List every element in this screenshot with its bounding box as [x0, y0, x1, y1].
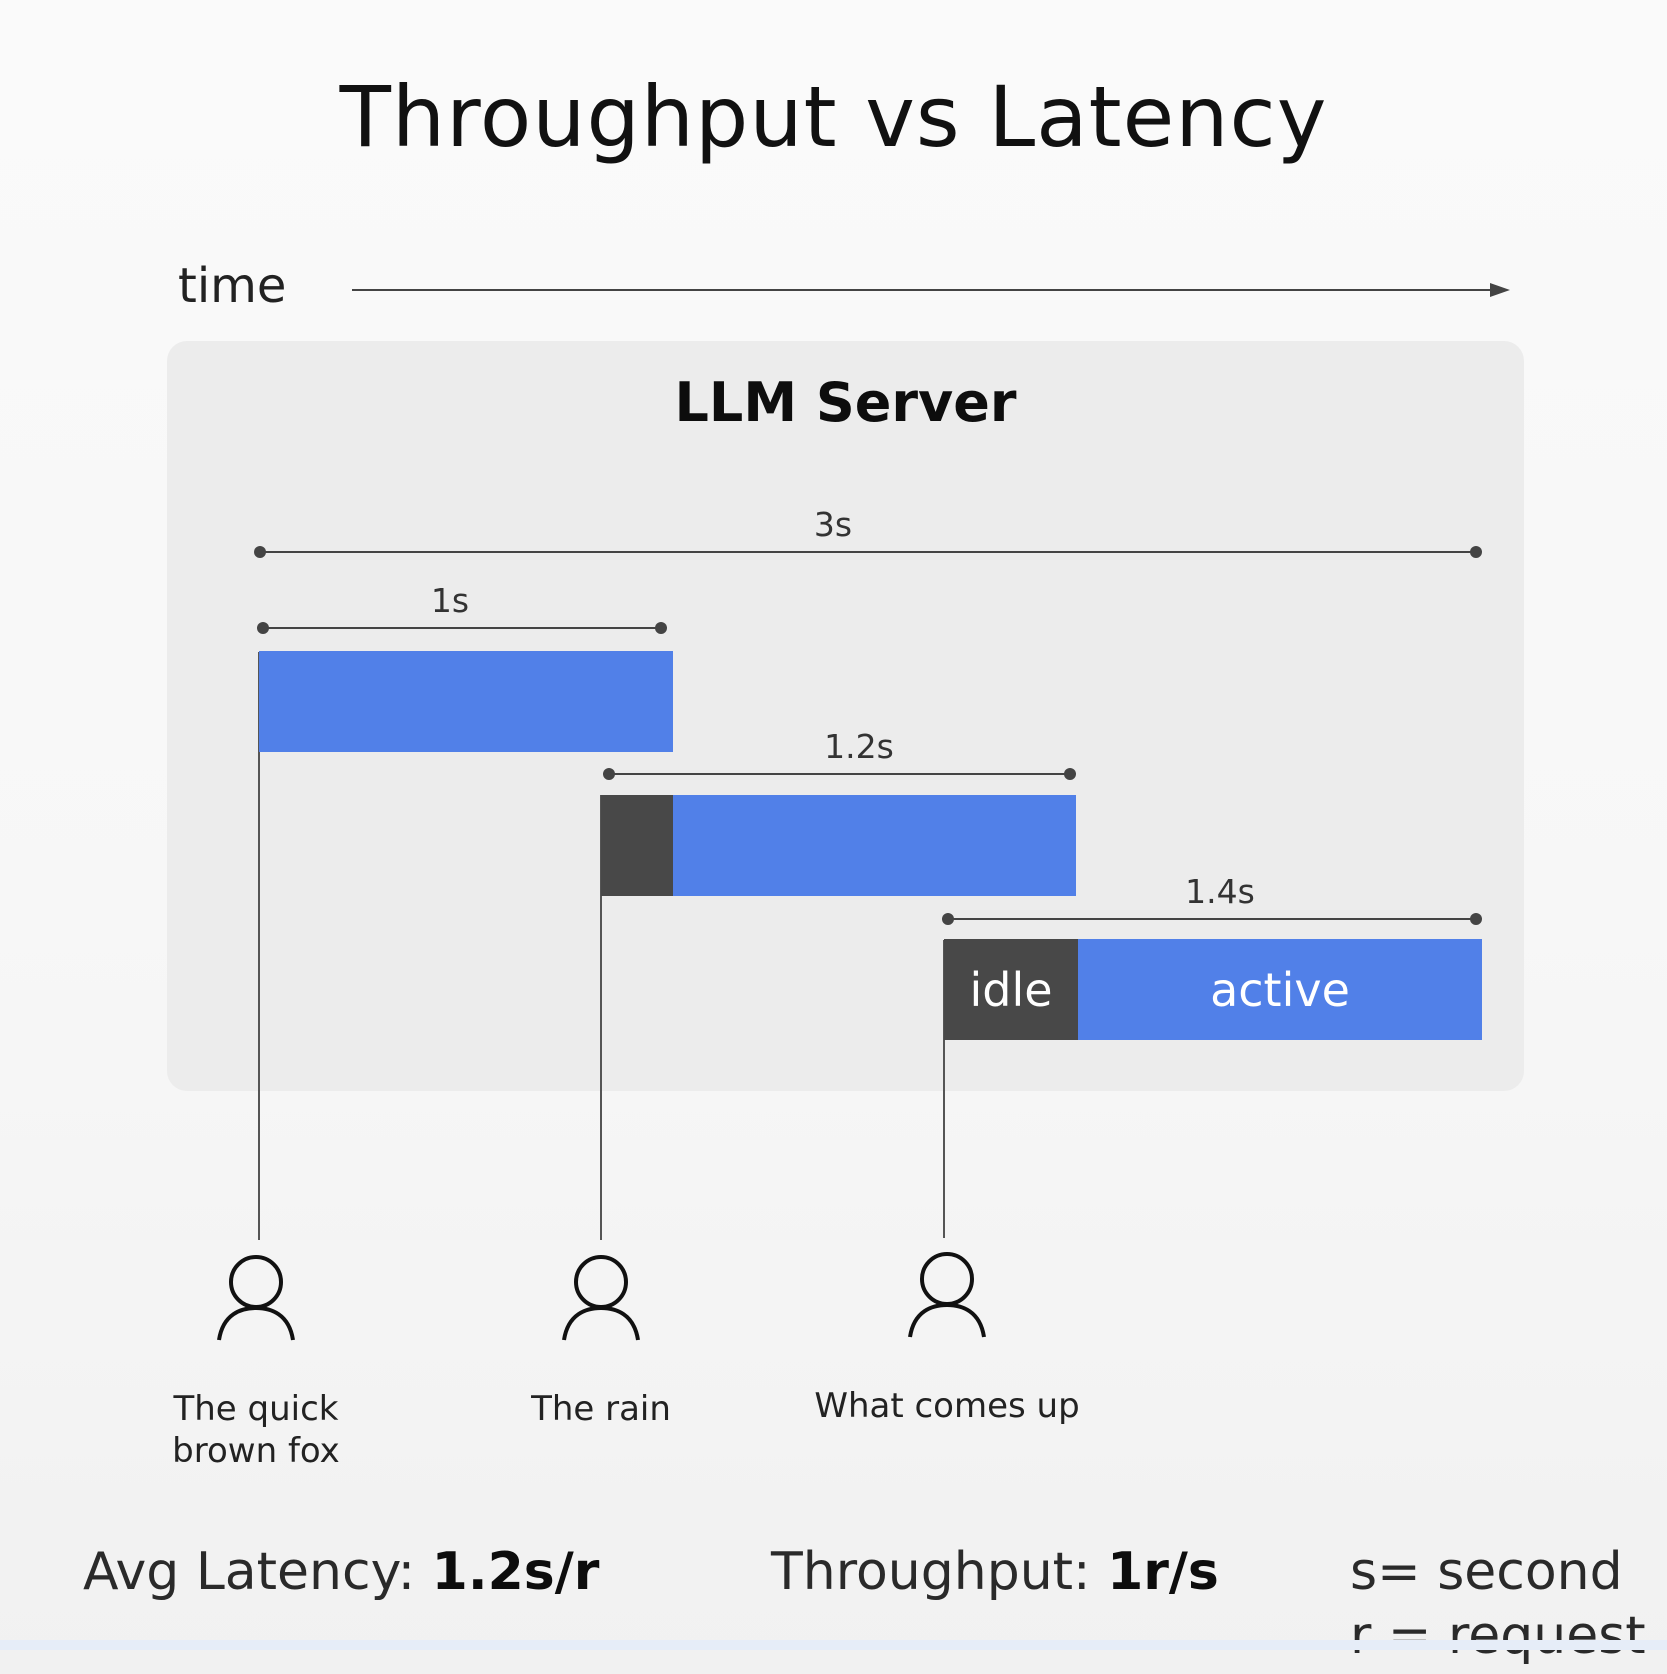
throughput-label: Throughput:	[771, 1542, 1091, 1602]
page-title: Throughput vs Latency	[339, 68, 1328, 166]
request2-idle-segment	[601, 795, 673, 896]
request3-idle-segment: idle	[944, 939, 1078, 1040]
total-duration-label: 3s	[813, 505, 853, 544]
request1-duration-bracket	[257, 622, 667, 634]
active-label: active	[1210, 962, 1350, 1017]
user2-prompt-line1: The rain	[531, 1389, 671, 1429]
avg-latency-value: 1.2s/r	[431, 1542, 600, 1602]
legend-request: r = request	[1350, 1606, 1646, 1666]
idle-label: idle	[969, 962, 1053, 1017]
user1-prompt-line2: brown fox	[172, 1431, 340, 1471]
request3-duration-label: 1.4s	[1185, 872, 1255, 911]
throughput-metric: Throughput: 1r/s	[771, 1542, 1219, 1602]
legend-second: s= second	[1350, 1542, 1623, 1602]
request2-duration-label: 1.2s	[824, 727, 894, 766]
user3-prompt-line1: What comes up	[814, 1386, 1080, 1426]
server-title: LLM Server	[674, 371, 1017, 434]
request3-active-segment: active	[1078, 939, 1482, 1040]
user1-prompt-line1: The quick	[173, 1389, 339, 1429]
user-icon	[217, 1255, 295, 1341]
request1-active-segment	[259, 651, 673, 752]
request2-active-segment	[673, 795, 1076, 896]
avg-latency-metric: Avg Latency: 1.2s/r	[83, 1542, 599, 1602]
avg-latency-label: Avg Latency:	[83, 1542, 416, 1602]
request1-duration-label: 1s	[430, 581, 470, 620]
user3-prompt: What comes up	[787, 1385, 1107, 1427]
user-icon	[562, 1255, 640, 1341]
time-axis-label: time	[178, 258, 287, 314]
request2-duration-bracket	[603, 768, 1076, 780]
user-icon	[908, 1252, 986, 1338]
bottom-strip	[0, 1640, 1667, 1650]
throughput-value: 1r/s	[1107, 1542, 1219, 1602]
user1-prompt: The quick brown fox	[96, 1388, 416, 1472]
total-duration-bracket	[254, 546, 1482, 558]
request3-duration-bracket	[942, 913, 1482, 925]
user2-prompt: The rain	[441, 1388, 761, 1430]
